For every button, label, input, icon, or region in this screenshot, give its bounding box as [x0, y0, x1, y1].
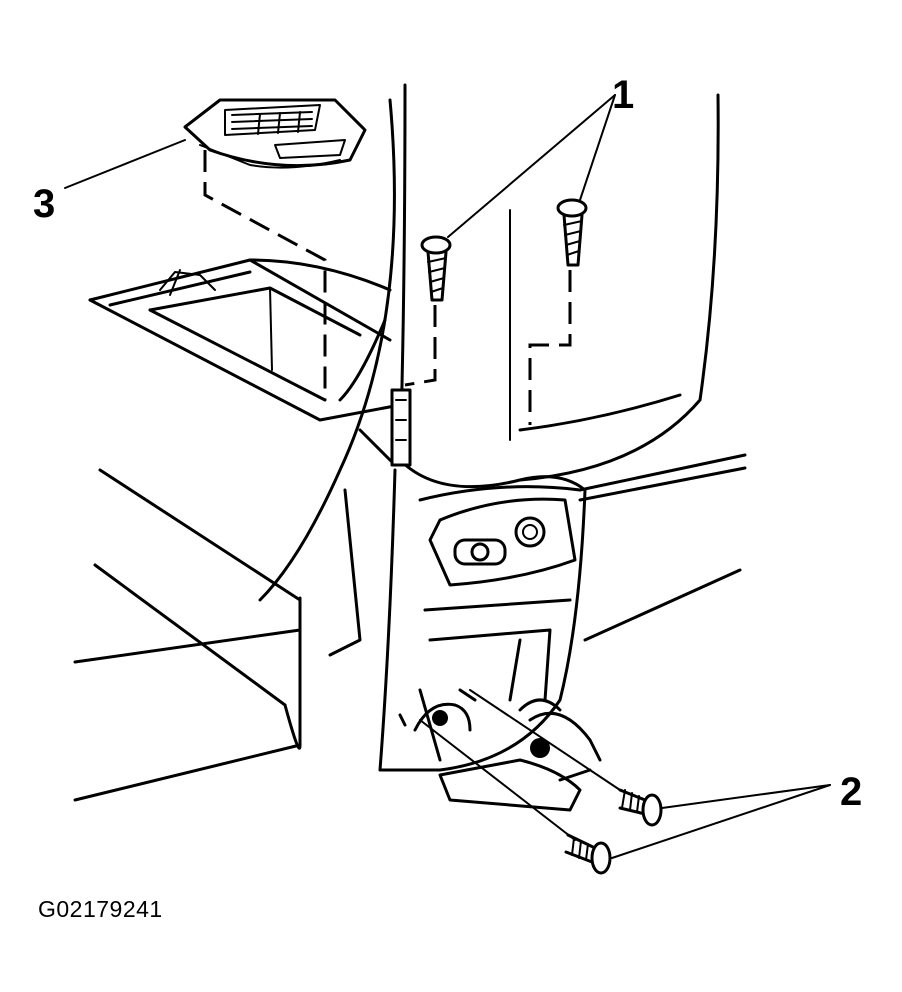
leader-lines — [64, 94, 831, 859]
figure-code: G02179241 — [38, 896, 163, 922]
upper-screw-left — [420, 235, 452, 302]
lower-screw-upper — [618, 788, 663, 827]
callout-3: 3 — [33, 182, 55, 226]
mounting-bracket — [390, 388, 412, 467]
callout-2: 2 — [840, 770, 862, 814]
console-side-lines — [73, 453, 747, 802]
callout-1: 1 — [612, 73, 634, 117]
upper-screws — [420, 198, 588, 302]
storage-compartment — [88, 258, 402, 422]
upper-screw-right — [556, 198, 588, 267]
storage-cover — [183, 98, 367, 169]
seat-armrest — [398, 83, 720, 489]
assembly-guide-lines — [203, 150, 621, 841]
console-front-face — [378, 468, 587, 772]
lower-screw-lower — [564, 833, 612, 875]
lower-screws — [564, 788, 663, 875]
switch-controls — [453, 516, 546, 566]
console-left-panel — [258, 98, 397, 657]
console-mount-foot — [398, 688, 602, 812]
